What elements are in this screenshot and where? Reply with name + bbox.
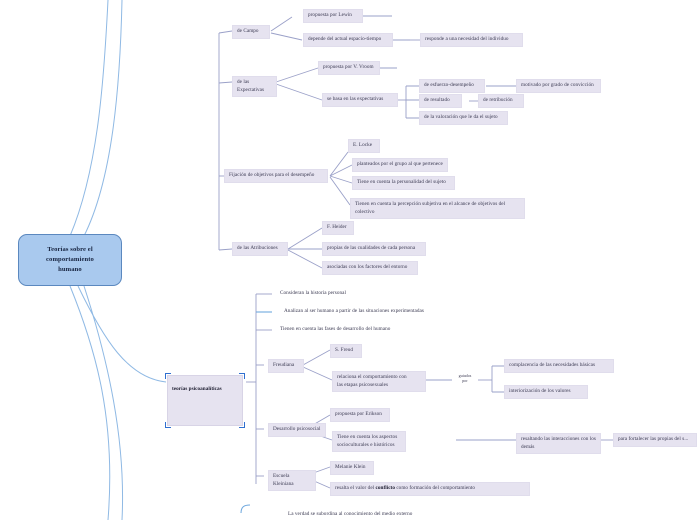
topic-esfuerzo-desempeno[interactable]: de esfuerzo-desempeño xyxy=(419,79,485,93)
topic-aspectos-socioculturales[interactable]: Tiene en cuenta los aspectos sociocultur… xyxy=(332,431,406,453)
topic-motivado-conviccion[interactable]: motivado por grado de convicción xyxy=(516,79,601,93)
topic-e-locke[interactable]: E. Locke xyxy=(348,139,380,153)
topic-espacio-tiempo[interactable]: depende del actual espacio-tiempo xyxy=(303,33,393,47)
topic-percepcion-subjetiva[interactable]: Tienen en cuenta la percepción subjetiva… xyxy=(350,198,525,220)
topic-factores-entorno[interactable]: asociadas con los factores del entorno xyxy=(322,261,418,275)
topic-fijacion-objetivos[interactable]: Fijación de objetivos para el desempeño xyxy=(224,169,328,183)
topic-propuesta-erikson[interactable]: propuesta por Erikson xyxy=(330,408,390,422)
topic-de-las-expectativas[interactable]: de las Expectativas xyxy=(232,76,277,98)
topic-propuesta-lewin[interactable]: propuesta por Lewin xyxy=(303,9,363,23)
conflicto-text-post: como formación del comportamiento xyxy=(394,485,476,491)
topic-teorias-psicoanaliticas[interactable]: teorías psicoanalíticas xyxy=(165,373,245,429)
topic-interiorizacion-valores[interactable]: interiorización de los valores xyxy=(504,385,588,399)
topic-de-campo[interactable]: de Campo xyxy=(232,25,270,39)
topic-historia-personal[interactable]: Consideran la historia personal xyxy=(280,290,346,296)
topic-necesidades-basicas[interactable]: complacencia de las necesidades básicas xyxy=(504,359,614,373)
topic-planteados-grupo[interactable]: planteados por el grupo al que pertenece xyxy=(352,158,448,172)
topic-necesidad-individuo[interactable]: responde a una necesidad del individuo xyxy=(420,33,523,47)
topic-valor-conflicto[interactable]: resalta el valor del conflicto como form… xyxy=(330,482,530,496)
topic-verdad-medio-externo[interactable]: La verdad se subordina al conocimiento d… xyxy=(288,511,413,517)
topic-freudiana[interactable]: Freudiana xyxy=(268,359,304,373)
topic-personalidad-sujeto[interactable]: Tiene en cuenta la personalidad del suje… xyxy=(352,176,455,190)
topic-cualidades-persona[interactable]: propias de las cualidades de cada person… xyxy=(322,242,426,256)
selection-handle-top-right[interactable] xyxy=(239,373,245,379)
topic-fortalecer-propias[interactable]: para fortalecer las propias del s... xyxy=(613,433,697,447)
selection-handle-bottom-left[interactable] xyxy=(165,422,171,429)
topic-f-heider[interactable]: F. Heider xyxy=(322,221,354,235)
topic-s-freud[interactable]: S. Freud xyxy=(330,344,362,358)
topic-de-retribucion[interactable]: de retribución xyxy=(478,94,524,108)
conflicto-text-pre: resalta el valor del xyxy=(335,485,376,491)
topic-de-las-atribuciones[interactable]: de las Atribuciones xyxy=(232,242,288,256)
topic-de-resultado[interactable]: de resultado xyxy=(419,94,462,108)
selection-handle-top-left[interactable] xyxy=(165,373,171,379)
topic-se-basa-expectativas[interactable]: se basa en las expectativas xyxy=(322,93,398,107)
topic-propuesta-vroom[interactable]: propuesta por V. Vroom xyxy=(318,61,380,75)
root-node[interactable]: Teorías sobre el comportamiento humano xyxy=(18,234,122,286)
topic-etapas-psicosexuales[interactable]: relaciona el comportamiento con las etap… xyxy=(332,371,426,393)
selection-handle-bottom-right[interactable] xyxy=(239,422,245,429)
topic-valoracion-sujeto[interactable]: de la valoración que le da el sujeto xyxy=(419,111,508,125)
selected-node-label: teorías psicoanalíticas xyxy=(172,385,222,392)
topic-desarrollo-psicosocial[interactable]: Desarrollo psicosocial xyxy=(268,423,326,437)
topic-fases-desarrollo[interactable]: Tienen en cuenta las fases de desarrollo… xyxy=(280,326,391,332)
topic-situaciones-experimentadas[interactable]: Analizan al ser humano a partir de las s… xyxy=(284,308,424,314)
conflicto-keyword: conflicto xyxy=(375,485,395,491)
connector-label-guiados-por: guiados por xyxy=(458,373,472,384)
topic-melanie-klein[interactable]: Melanie Klein xyxy=(330,461,374,475)
topic-interacciones-demas[interactable]: resaltando las interacciones con los dem… xyxy=(516,433,601,455)
topic-escuela-kleiniana[interactable]: Escuela Kleiniana xyxy=(268,470,316,492)
